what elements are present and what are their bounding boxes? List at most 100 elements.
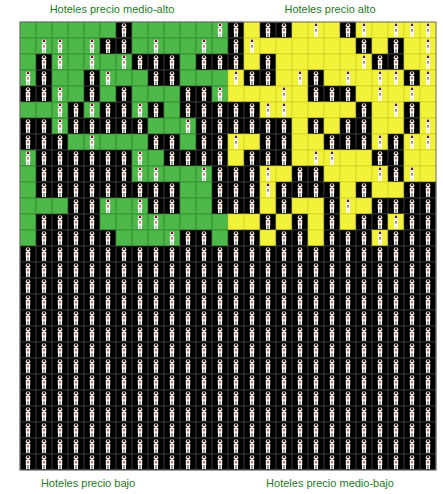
- grid-cell: [180, 198, 196, 214]
- grid-cell: [372, 374, 388, 390]
- grid-cell: [388, 422, 404, 438]
- grid-cell: [372, 262, 388, 278]
- person-icon: [234, 231, 239, 245]
- person-icon: [378, 199, 383, 213]
- grid-cell: [404, 406, 420, 422]
- person-icon: [250, 231, 255, 245]
- grid-cell: [404, 438, 420, 454]
- grid-cell: [372, 438, 388, 454]
- grid-cell: [180, 438, 196, 454]
- grid-cell: [420, 438, 436, 454]
- person-icon: [42, 55, 47, 69]
- grid-cell: [420, 230, 436, 246]
- person-icon: [58, 279, 63, 293]
- grid-cell: [388, 214, 404, 230]
- grid-cell: [52, 134, 68, 150]
- grid-cell: [292, 22, 308, 38]
- person-icon: [202, 263, 207, 277]
- person-icon: [202, 119, 207, 133]
- grid-cell: [388, 86, 404, 102]
- grid-cell: [420, 342, 436, 358]
- grid-cell: [420, 310, 436, 326]
- person-icon: [346, 71, 351, 85]
- grid-cell: [244, 22, 260, 38]
- person-icon: [122, 359, 127, 373]
- grid-cell: [148, 374, 164, 390]
- person-icon: [122, 375, 127, 389]
- person-icon: [250, 119, 255, 133]
- grid-cell: [324, 422, 340, 438]
- person-icon: [218, 103, 223, 117]
- person-icon: [202, 247, 207, 261]
- grid-cell: [228, 262, 244, 278]
- grid-cell: [276, 406, 292, 422]
- grid-cell: [36, 326, 52, 342]
- person-icon: [346, 119, 351, 133]
- person-icon: [106, 151, 111, 165]
- person-icon: [426, 455, 431, 469]
- person-icon: [330, 439, 335, 453]
- person-icon: [346, 311, 351, 325]
- grid-cell: [212, 342, 228, 358]
- person-icon: [202, 231, 207, 245]
- person-icon: [90, 87, 95, 101]
- grid-cell: [372, 230, 388, 246]
- grid-cell: [228, 342, 244, 358]
- grid-cell: [244, 70, 260, 86]
- person-icon: [234, 103, 239, 117]
- person-icon: [394, 375, 399, 389]
- grid-cell: [308, 358, 324, 374]
- person-icon: [330, 407, 335, 421]
- grid-cell: [100, 246, 116, 262]
- grid-cell: [164, 70, 180, 86]
- grid-cell: [420, 54, 436, 70]
- grid-cell: [260, 150, 276, 166]
- person-icon: [170, 151, 175, 165]
- person-icon: [90, 391, 95, 405]
- grid-cell: [212, 214, 228, 230]
- grid-cell: [100, 230, 116, 246]
- grid-cell: [308, 422, 324, 438]
- grid-cell: [196, 406, 212, 422]
- grid-cell: [196, 118, 212, 134]
- grid-cell: [180, 278, 196, 294]
- person-icon: [202, 151, 207, 165]
- grid-cell: [20, 246, 36, 262]
- person-icon: [394, 167, 399, 181]
- grid-cell: [324, 54, 340, 70]
- person-icon: [330, 183, 335, 197]
- grid-cell: [340, 278, 356, 294]
- person-icon: [234, 423, 239, 437]
- grid-cell: [324, 342, 340, 358]
- person-icon: [138, 151, 143, 165]
- grid-cell: [36, 246, 52, 262]
- grid-cell: [100, 182, 116, 198]
- grid-cell: [292, 406, 308, 422]
- person-icon: [250, 439, 255, 453]
- grid-cell: [260, 342, 276, 358]
- person-icon: [26, 327, 31, 341]
- grid-cell: [308, 342, 324, 358]
- person-icon: [202, 359, 207, 373]
- grid-cell: [68, 406, 84, 422]
- person-icon: [74, 327, 79, 341]
- person-icon: [202, 279, 207, 293]
- person-icon: [314, 343, 319, 357]
- grid-cell: [148, 166, 164, 182]
- person-icon: [234, 71, 239, 85]
- grid-cell: [164, 438, 180, 454]
- grid-cell: [276, 326, 292, 342]
- grid-cell: [196, 230, 212, 246]
- grid-cell: [116, 38, 132, 54]
- grid-cell: [340, 310, 356, 326]
- grid-cell: [244, 438, 260, 454]
- person-icon: [426, 263, 431, 277]
- grid-cell: [68, 166, 84, 182]
- grid-cell: [20, 198, 36, 214]
- person-icon: [362, 263, 367, 277]
- grid-cell: [404, 262, 420, 278]
- grid-cell: [260, 310, 276, 326]
- person-icon: [122, 103, 127, 117]
- person-icon: [250, 375, 255, 389]
- grid-cell: [52, 422, 68, 438]
